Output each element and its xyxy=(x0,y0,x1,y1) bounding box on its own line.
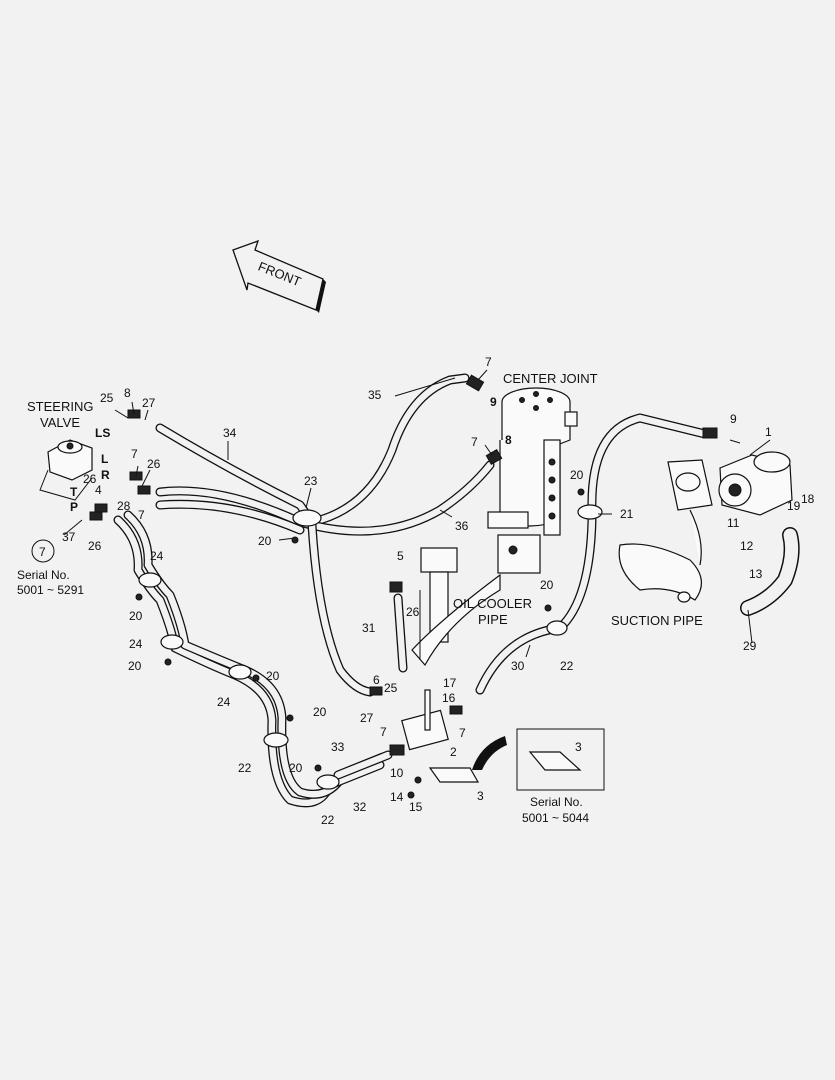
callout-17: 17 xyxy=(443,676,457,690)
leader-lines xyxy=(63,369,771,658)
suction-hose-29 xyxy=(740,527,800,616)
serial-a-range: 5001 ~ 5291 xyxy=(17,583,84,597)
callout-20c: 20 xyxy=(540,578,554,592)
callout-numbers: 1 2 3 3 4 5 6 7 7 7 7 7 7 7 8 8 9 9 10 1… xyxy=(39,355,815,827)
callout-7c: 7 xyxy=(131,447,138,461)
callout-13: 13 xyxy=(749,567,763,581)
callout-26d: 26 xyxy=(406,605,420,619)
port-p: P xyxy=(70,500,78,514)
serial-inset xyxy=(472,728,605,791)
callout-20f: 20 xyxy=(266,669,280,683)
suction-pipe xyxy=(618,459,713,603)
callout-24a: 24 xyxy=(150,549,164,563)
callout-7d: 7 xyxy=(138,508,145,522)
callout-25b: 25 xyxy=(384,681,398,695)
port-l: L xyxy=(101,452,108,466)
oil-cooler-pipe xyxy=(411,547,501,667)
steering-valve xyxy=(39,439,93,501)
callout-18: 18 xyxy=(801,492,815,506)
callout-10: 10 xyxy=(390,766,404,780)
callout-16: 16 xyxy=(442,691,456,705)
callout-20h: 20 xyxy=(289,761,303,775)
center-joint xyxy=(487,387,578,574)
suction-pipe-label: SUCTION PIPE xyxy=(611,613,703,628)
callout-20d: 20 xyxy=(129,609,143,623)
oil-cooler-label-1: OIL COOLER xyxy=(453,596,532,611)
callout-30: 30 xyxy=(511,659,525,673)
callout-7-circle: 7 xyxy=(39,545,46,559)
callout-7a: 7 xyxy=(485,355,492,369)
callout-28: 28 xyxy=(117,499,131,513)
oil-cooler-label-2: PIPE xyxy=(478,612,508,627)
callout-37: 37 xyxy=(62,530,76,544)
callout-21: 21 xyxy=(620,507,634,521)
callout-1: 1 xyxy=(765,425,772,439)
callout-14: 14 xyxy=(390,790,404,804)
callout-12: 12 xyxy=(740,539,754,553)
manifold-block xyxy=(401,689,480,783)
callout-24b: 24 xyxy=(129,637,143,651)
callout-4: 4 xyxy=(95,483,102,497)
clamps xyxy=(138,504,603,790)
callout-22a: 22 xyxy=(560,659,574,673)
callout-20e: 20 xyxy=(128,659,142,673)
callout-2: 2 xyxy=(450,745,457,759)
pump-assembly xyxy=(718,451,793,516)
callout-8b: 8 xyxy=(505,433,512,447)
callout-35: 35 xyxy=(368,388,382,402)
callout-27a: 27 xyxy=(142,396,156,410)
callout-31: 31 xyxy=(362,621,376,635)
callout-5: 5 xyxy=(397,549,404,563)
callout-23: 23 xyxy=(304,474,318,488)
bolts xyxy=(135,488,585,799)
serial-a-title: Serial No. xyxy=(17,568,70,582)
front-arrow: FRONT xyxy=(232,239,326,313)
callout-32: 32 xyxy=(353,800,367,814)
callout-7f: 7 xyxy=(459,726,466,740)
steering-valve-label-2: VALVE xyxy=(40,415,80,430)
callout-22b: 22 xyxy=(238,761,252,775)
port-r: R xyxy=(101,468,110,482)
callout-27b: 27 xyxy=(360,711,374,725)
center-joint-label: CENTER JOINT xyxy=(503,371,598,386)
callout-20g: 20 xyxy=(313,705,327,719)
callout-26b: 26 xyxy=(83,472,97,486)
callout-3: 3 xyxy=(477,789,484,803)
callout-7b: 7 xyxy=(471,435,478,449)
callout-8a: 8 xyxy=(124,386,131,400)
callout-6: 6 xyxy=(373,673,380,687)
callout-9a: 9 xyxy=(490,395,497,409)
callout-20b: 20 xyxy=(570,468,584,482)
callout-36: 36 xyxy=(455,519,469,533)
callout-11: 11 xyxy=(727,516,740,530)
serial-b-title: Serial No. xyxy=(530,795,583,809)
callout-26c: 26 xyxy=(88,539,102,553)
port-ls: LS xyxy=(95,426,110,440)
callout-29: 29 xyxy=(743,639,757,653)
callout-circle xyxy=(31,539,55,563)
callout-3b: 3 xyxy=(575,740,582,754)
callout-33: 33 xyxy=(331,740,345,754)
port-t: T xyxy=(70,485,78,499)
callout-19: 19 xyxy=(787,499,801,513)
callout-25a: 25 xyxy=(100,391,114,405)
serial-b-range: 5001 ~ 5044 xyxy=(522,811,589,825)
steering-valve-label-1: STEERING xyxy=(27,399,93,414)
callout-24c: 24 xyxy=(217,695,231,709)
callout-22c: 22 xyxy=(321,813,335,827)
callout-7e: 7 xyxy=(380,725,387,739)
callout-15: 15 xyxy=(409,800,423,814)
callout-26a: 26 xyxy=(147,457,161,471)
hose-lines xyxy=(113,373,710,808)
callout-20a: 20 xyxy=(258,534,272,548)
callout-9b: 9 xyxy=(730,412,737,426)
callout-34: 34 xyxy=(223,426,237,440)
